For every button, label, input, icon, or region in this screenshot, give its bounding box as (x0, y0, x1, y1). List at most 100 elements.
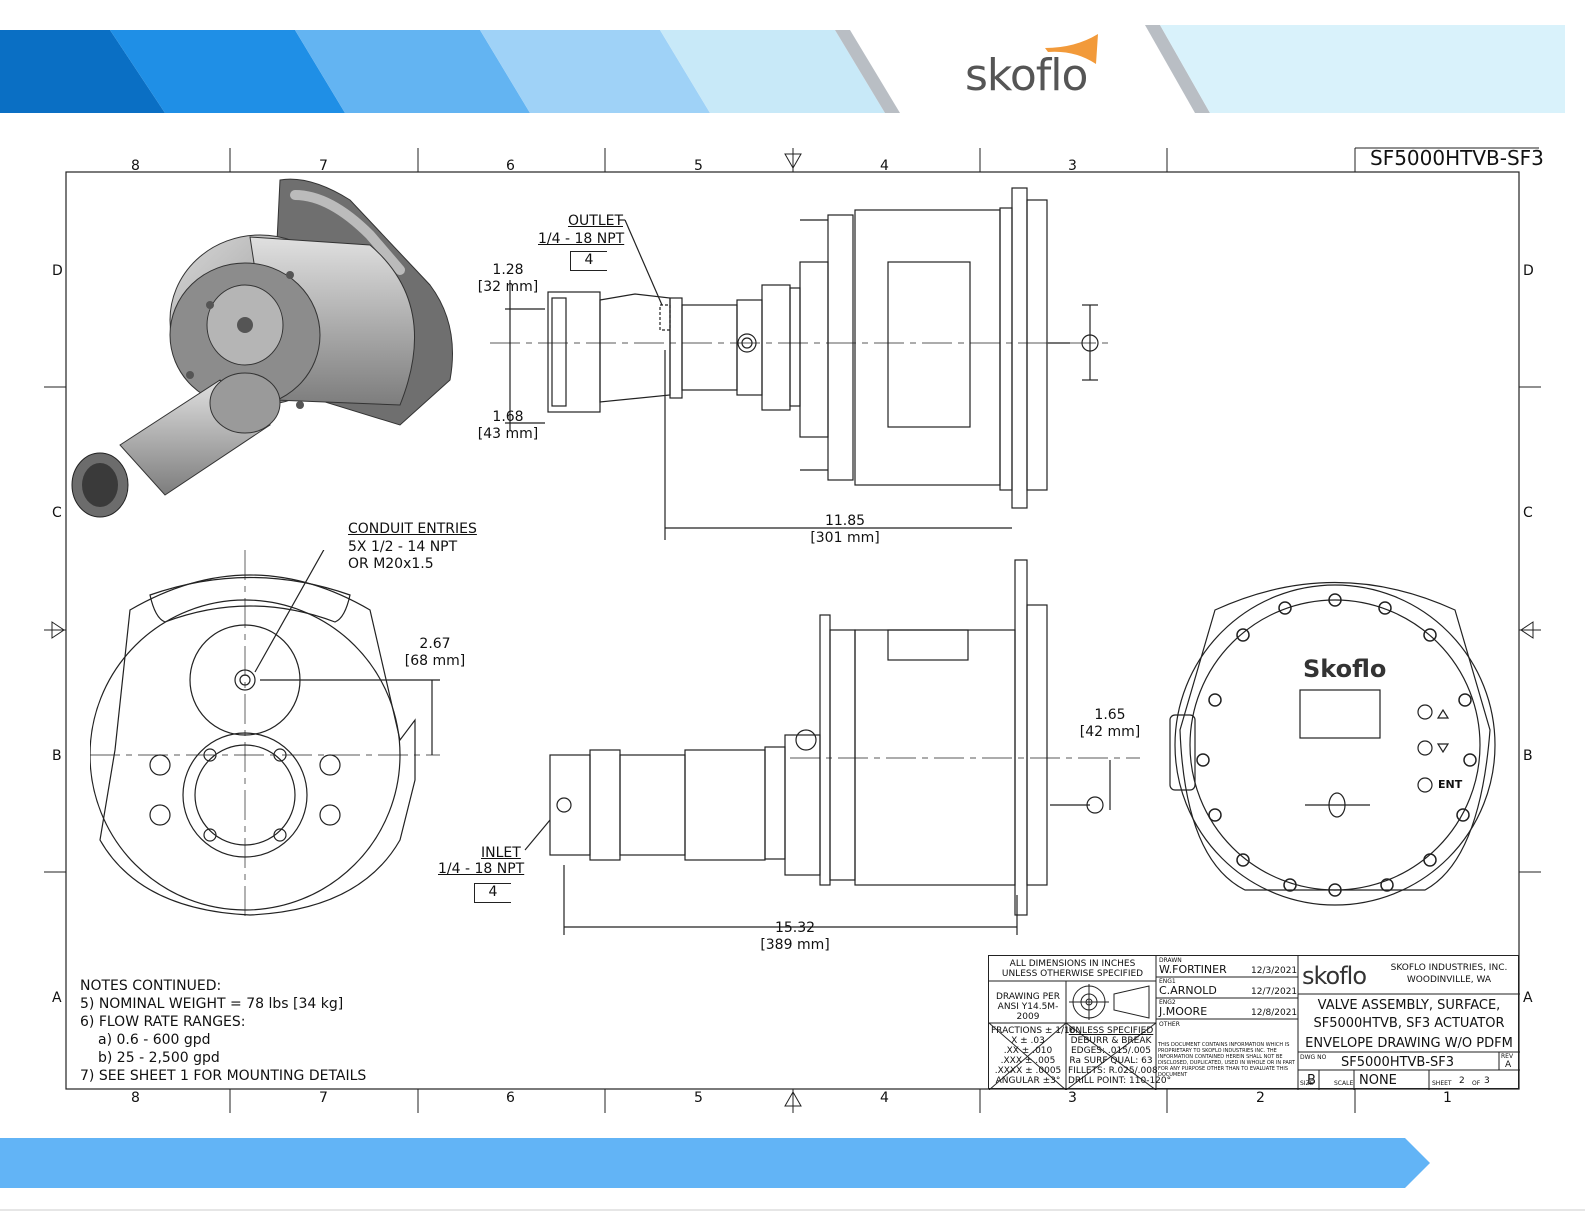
title-block: ALL DIMENSIONS IN INCHES UNLESS OTHERWIS… (988, 955, 1520, 1090)
tb-eng2-name: J.MOORE (1159, 1005, 1208, 1018)
tb-city: WOODINVILLE, WA (1406, 975, 1492, 985)
tb-title-3: ENVELOPE DRAWING W/O PDFM (1305, 1036, 1513, 1051)
tb-tolerances: FRACTIONS ± 1/16 X ± .03 .XX ± .010 .XXX… (991, 1026, 1076, 1086)
isometric-view (71, 178, 453, 518)
zone-label-left-b: B (52, 748, 62, 764)
header-band (0, 0, 1585, 120)
tb-tol-5: ANGULAR ±3° (995, 1076, 1061, 1086)
zone-label-top-6: 6 (506, 158, 515, 174)
note-7: 7) SEE SHEET 1 FOR MOUNTING DETAILS (80, 1068, 367, 1084)
tb-logo: skoflo (1302, 962, 1367, 990)
tb-sheet: 2 (1459, 1076, 1465, 1086)
tb-drawn-name: W.FORTINER (1159, 963, 1227, 976)
zone-label-bottom-4: 4 (880, 1090, 889, 1106)
inlet-thread: 1/4 - 18 NPT (438, 861, 525, 877)
tb-fin-0: DEBURR & BREAK (1070, 1036, 1152, 1046)
note-5: 5) NOMINAL WEIGHT = 78 lbs [34 kg] (80, 996, 344, 1012)
tb-dims-note: ALL DIMENSIONS IN INCHES UNLESS OTHERWIS… (1001, 959, 1144, 979)
note-6b: b) 25 - 2,500 gpd (98, 1050, 220, 1066)
dim-4-inch: 2.67 (419, 636, 451, 652)
tb-title-1: VALVE ASSEMBLY, SURFACE, (1317, 998, 1501, 1013)
tb-size-label: SIZE (1300, 1080, 1314, 1087)
tb-fin-1: EDGES: .015/.005 (1071, 1046, 1151, 1056)
notes-heading: NOTES CONTINUED: (80, 978, 222, 994)
tb-drawing-per: DRAWING PER ANSI Y14.5M-2009 (996, 992, 1060, 1022)
zone-label-top-8: 8 (131, 158, 140, 174)
zone-label-left-a: A (52, 990, 62, 1006)
dim-2-mm: [43 mm] (477, 426, 539, 442)
outlet-label: OUTLET (568, 213, 624, 229)
tb-size: B (1307, 1073, 1316, 1088)
zone-label-right-d: D (1523, 263, 1534, 279)
zone-label-top-5: 5 (694, 158, 703, 174)
tb-company: SKOFLO INDUSTRIES, INC. (1390, 963, 1508, 973)
dim-3-inch: 11.85 (824, 513, 866, 529)
tb-eng2-label: ENG2 (1159, 999, 1176, 1006)
tb-tol-2: .XX ± .010 (1003, 1046, 1053, 1056)
zone-label-right-b: B (1523, 748, 1533, 764)
dim-6-mm: [389 mm] (760, 937, 830, 953)
inlet-label: INLET (481, 845, 521, 861)
zone-label-bottom-6: 6 (506, 1090, 515, 1106)
dim-6-inch: 15.32 (774, 920, 816, 936)
tb-dwg-no-label: DWG NO (1300, 1054, 1327, 1061)
tb-of: 3 (1484, 1076, 1490, 1086)
drawing-number-top: SF5000HTVB-SF3 (1370, 146, 1544, 170)
tb-drawn-label: DRAWN (1159, 957, 1182, 964)
side-view-top (490, 187, 1110, 540)
dim-5-inch: 1.65 (1094, 707, 1126, 723)
tb-tol-0: FRACTIONS ± 1/16 (991, 1026, 1076, 1036)
dim-4-mm: [68 mm] (404, 653, 466, 669)
zone-label-right-a: A (1523, 990, 1533, 1006)
notes-block: NOTES CONTINUED: 5) NOMINAL WEIGHT = 78 … (80, 977, 366, 1085)
tb-eng1-date: 12/7/2021 (1251, 987, 1298, 997)
dim-3-mm: [301 mm] (810, 530, 880, 546)
tb-scale-label: SCALE (1334, 1080, 1354, 1087)
drawing-sheet (44, 147, 1541, 1113)
tb-unless: UNLESS SPECIFIED (1068, 1026, 1154, 1036)
title-block-grid (989, 956, 1520, 1090)
tb-fin-4: DRILL POINT: 110-120° (1068, 1076, 1172, 1086)
tb-finish: UNLESS SPECIFIED DEBURR & BREAK EDGES: .… (1068, 1026, 1172, 1086)
zone-label-left-d: D (52, 263, 63, 279)
outlet-flag: 4 (570, 251, 607, 271)
tb-eng1-label: ENG1 (1159, 978, 1176, 985)
tb-scale: NONE (1359, 1073, 1397, 1088)
tb-other-label: OTHER (1159, 1021, 1180, 1028)
face-ent-label: ENT (1438, 778, 1463, 791)
zone-label-top-4: 4 (880, 158, 889, 174)
dim-5-mm: [42 mm] (1079, 724, 1141, 740)
zone-label-bottom-2: 2 (1256, 1090, 1265, 1106)
zone-label-top-7: 7 (319, 158, 328, 174)
dim-1-mm: [32 mm] (477, 279, 539, 295)
dim-2-inch: 1.68 (492, 409, 524, 425)
tb-tol-1: X ± .03 (1011, 1036, 1045, 1046)
tb-dwg-no: SF5000HTVB-SF3 (1341, 1055, 1455, 1070)
tb-tol-3: .XXX ± .005 (1000, 1056, 1056, 1066)
zone-label-top-3: 3 (1068, 158, 1077, 174)
front-view-left (90, 550, 440, 920)
outlet-thread: 1/4 - 18 NPT (538, 231, 625, 247)
header-logo: skoflo (965, 50, 1088, 101)
conduit-line-1: 5X 1/2 - 14 NPT (348, 539, 458, 555)
conduit-label: CONDUIT ENTRIES (348, 521, 477, 537)
tb-of-label: OF (1472, 1080, 1481, 1087)
tb-fin-2: Ra SURF QUAL: 63 (1069, 1056, 1153, 1066)
tb-sheet-label: SHEET (1432, 1080, 1452, 1087)
front-view-right (1169, 581, 1496, 906)
inlet-flag: 4 (474, 883, 511, 903)
footer-band (0, 1138, 1585, 1211)
tb-proprietary: THIS DOCUMENT CONTAINS INFORMATION WHICH… (1158, 1042, 1295, 1078)
zone-label-left-c: C (52, 505, 62, 521)
zone-label-bottom-5: 5 (694, 1090, 703, 1106)
conduit-line-2: OR M20x1.5 (348, 556, 434, 572)
side-view-bottom (524, 559, 1140, 935)
face-brand: Skoflo (1303, 655, 1387, 683)
tb-eng1-name: C.ARNOLD (1159, 984, 1217, 997)
tb-eng2-date: 12/8/2021 (1251, 1008, 1298, 1018)
zone-label-bottom-8: 8 (131, 1090, 140, 1106)
note-6: 6) FLOW RATE RANGES: (80, 1014, 246, 1030)
tb-rev: A (1505, 1060, 1512, 1070)
tb-title-2: SF5000HTVB, SF3 ACTUATOR (1313, 1016, 1505, 1031)
note-6a: a) 0.6 - 600 gpd (98, 1032, 211, 1048)
